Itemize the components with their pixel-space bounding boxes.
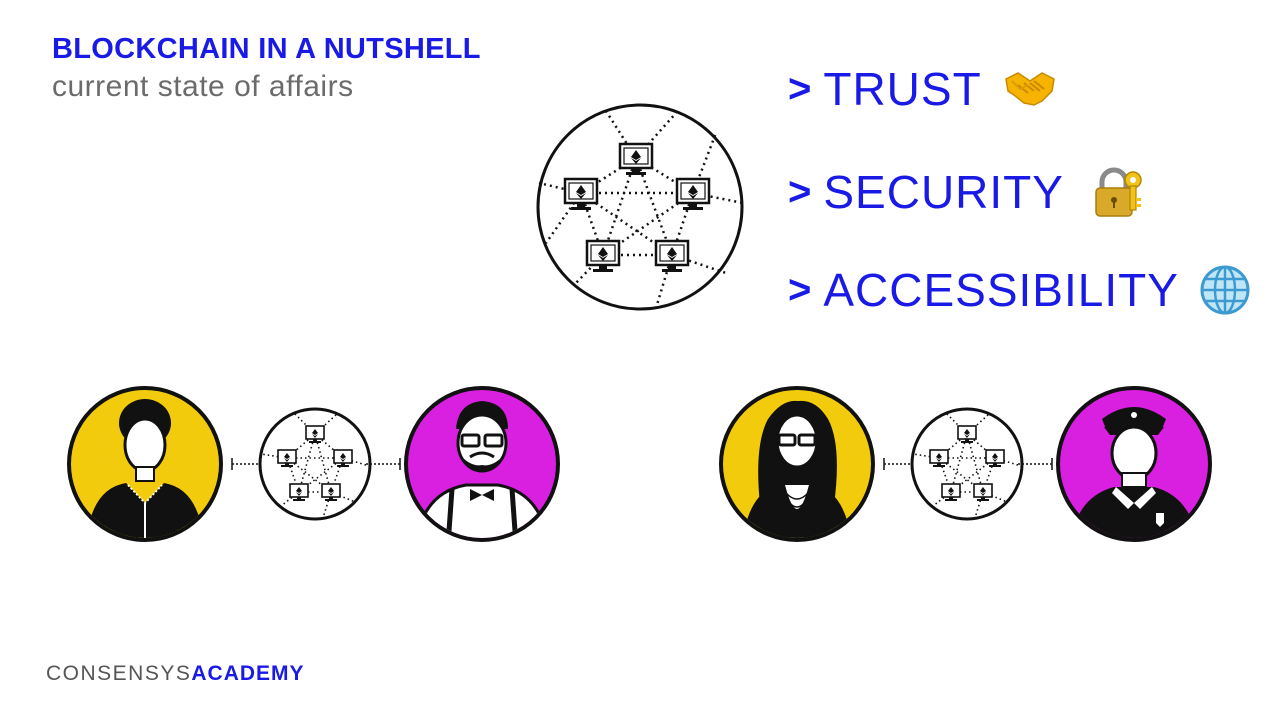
- avatar-woman-business: [67, 386, 223, 542]
- avatar-police-officer: [1056, 386, 1212, 542]
- point-label: TRUST: [823, 63, 982, 115]
- lock-with-key-icon: [1095, 167, 1142, 217]
- avatar-man-hipster: [404, 386, 560, 542]
- point-arrow: >: [788, 169, 812, 214]
- footer-academy: ACADEMY: [191, 662, 305, 685]
- footer-brand: CONSENSYS: [46, 662, 192, 685]
- point-accessibility: > ACCESSIBILITY: [788, 263, 1251, 317]
- point-label: SECURITY: [823, 166, 1064, 218]
- transaction-scene-right: [719, 386, 1212, 542]
- consensys-academy-logo: CONSENSYSACADEMY: [46, 662, 305, 686]
- point-label: ACCESSIBILITY: [823, 264, 1179, 316]
- blockchain-network-diagram: [536, 103, 744, 311]
- handshake-icon: [1004, 72, 1055, 106]
- avatar-woman-long-hair: [719, 386, 875, 542]
- point-arrow: >: [788, 66, 812, 111]
- globe-icon: [1200, 265, 1250, 315]
- point-arrow: >: [788, 267, 812, 312]
- slide-subtitle: current state of affairs: [52, 70, 354, 103]
- transaction-scene-left: [67, 386, 560, 542]
- slide-title: BLOCKCHAIN IN A NUTSHELL: [52, 33, 481, 65]
- point-trust: > TRUST: [788, 62, 1056, 116]
- point-security: > SECURITY: [788, 165, 1144, 219]
